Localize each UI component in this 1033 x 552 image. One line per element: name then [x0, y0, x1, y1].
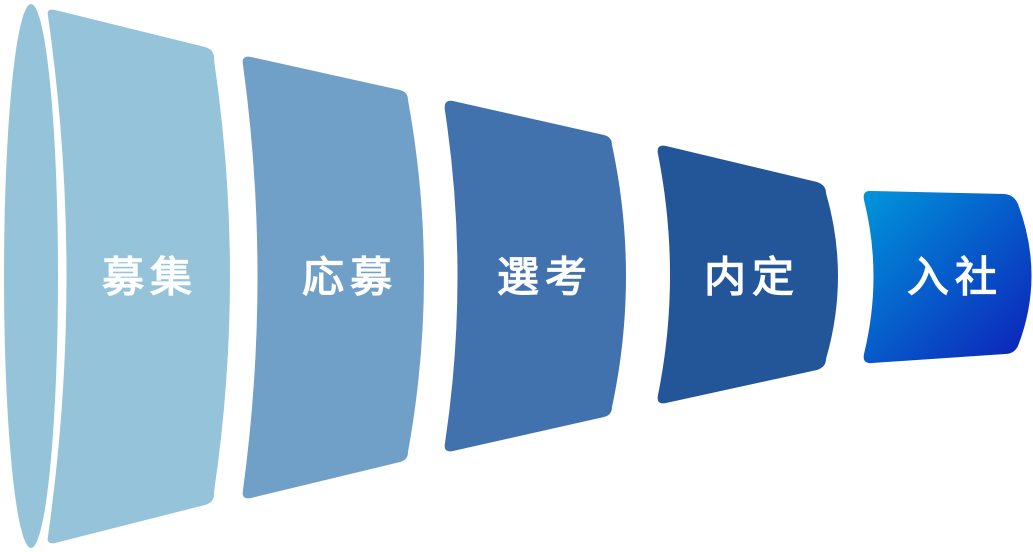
- funnel-stage-2: 応募: [242, 56, 424, 499]
- stage-label-application: 応募: [302, 253, 398, 302]
- funnel-stage-4: 内定: [657, 145, 838, 404]
- funnel-stage-5: 入社: [863, 190, 1032, 364]
- stage-label-offer: 内定: [704, 253, 800, 302]
- funnel-stage-3-shape: [444, 100, 626, 452]
- funnel-stage-2-shape: [242, 56, 424, 499]
- stage-label-joining: 入社: [907, 253, 1003, 302]
- funnel-stage-3: 選考: [444, 100, 626, 452]
- funnel-stage-1-shape: [47, 9, 230, 544]
- stage-label-selection: 選考: [497, 253, 593, 302]
- funnel-stage-4-shape: [657, 145, 838, 404]
- stage-label-recruitment: 募集: [101, 253, 198, 302]
- funnel-stage-5-shape: [863, 190, 1032, 364]
- funnel-stage-1: 募集: [47, 9, 230, 544]
- funnel-mouth-ellipse: [4, 4, 58, 548]
